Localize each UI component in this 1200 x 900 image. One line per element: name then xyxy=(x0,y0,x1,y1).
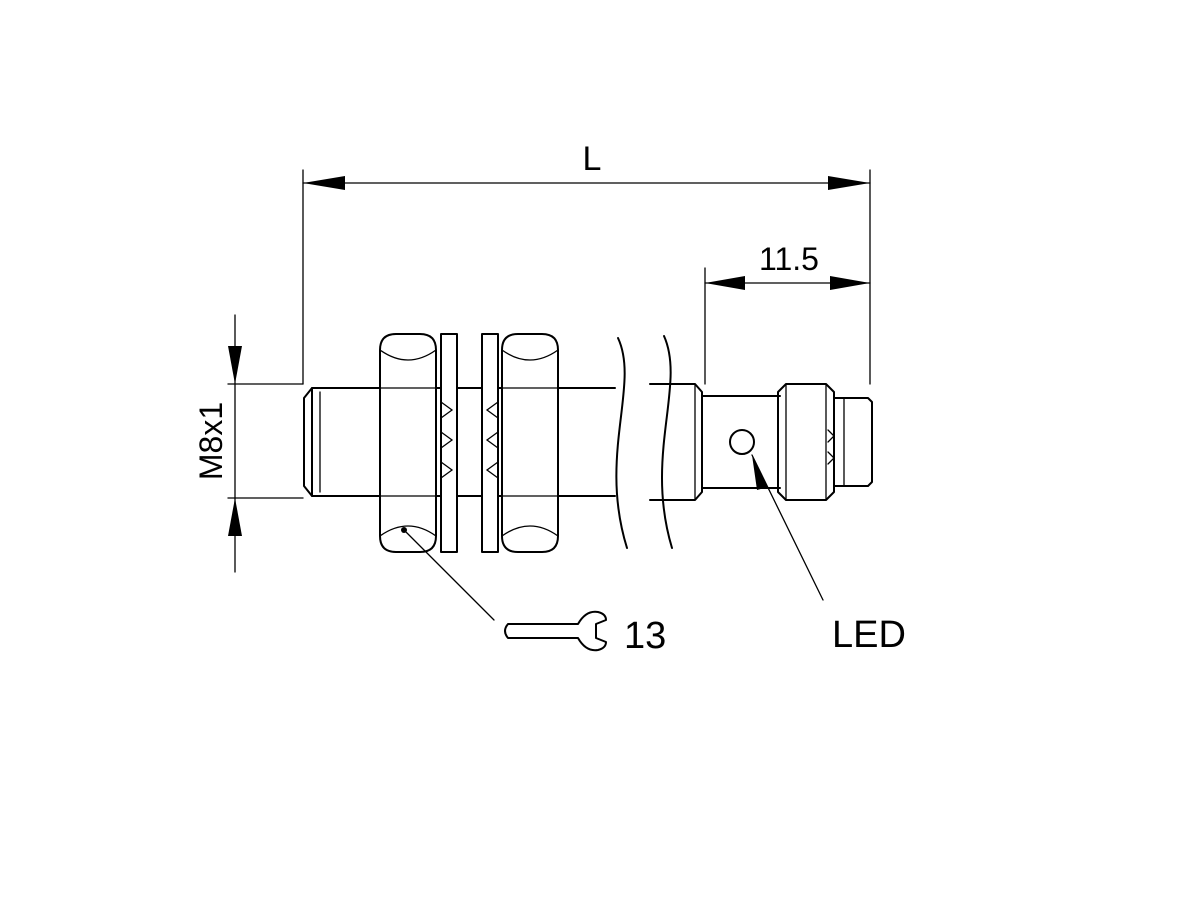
hex-nut-right xyxy=(501,333,559,553)
dimension-overall-length: L xyxy=(302,140,871,385)
connector-housing xyxy=(777,383,873,501)
dimension-thread: M8x1 xyxy=(193,314,304,573)
body-right-part xyxy=(649,383,781,501)
dim-label-thread: M8x1 xyxy=(193,402,229,480)
wrench-callout: 13 xyxy=(401,527,666,657)
threaded-body xyxy=(303,387,616,497)
break-lines xyxy=(615,335,673,549)
washer-right xyxy=(481,333,499,553)
led-label: LED xyxy=(832,614,906,656)
dim-label-length: L xyxy=(583,140,602,178)
led-indicator: LED xyxy=(729,429,906,656)
washer-left xyxy=(440,333,458,553)
wrench-icon xyxy=(504,610,607,652)
dim-label-connector: 11.5 xyxy=(759,241,819,277)
hex-nut-left xyxy=(379,333,437,553)
wrench-size-label: 13 xyxy=(624,615,666,657)
dimension-connector-length: 11.5 xyxy=(704,241,871,385)
